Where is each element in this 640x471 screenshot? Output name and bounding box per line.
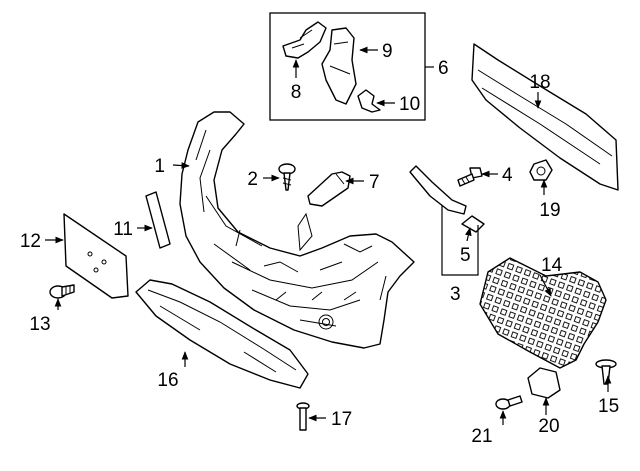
callout-16: 16 xyxy=(157,370,178,391)
callout-15: 15 xyxy=(598,396,619,417)
callout-2: 2 xyxy=(247,169,258,190)
part-2-screw xyxy=(278,163,296,191)
callout-17: 17 xyxy=(331,409,352,430)
callout-18: 18 xyxy=(529,72,550,93)
callout-1: 1 xyxy=(154,156,165,177)
callout-7: 7 xyxy=(369,172,380,193)
callout-19: 19 xyxy=(539,200,560,221)
part-10-clip xyxy=(357,89,381,113)
part-4-bolt xyxy=(457,167,483,187)
callouts: 1 2 3 4 5 6 7 8 9 10 11 12 13 14 15 16 1… xyxy=(20,41,619,447)
callout-3: 3 xyxy=(450,284,461,305)
callout-11: 11 xyxy=(113,219,133,240)
callout-20: 20 xyxy=(538,416,559,437)
part-3-bracket-assy xyxy=(409,165,467,215)
callout-13: 13 xyxy=(29,314,50,335)
callout-14: 14 xyxy=(541,255,563,276)
part-12-license-bracket xyxy=(63,213,129,299)
part-14-grille xyxy=(479,257,607,369)
part-1-bumper-cover xyxy=(179,111,415,349)
part-17-push-pin xyxy=(296,402,310,431)
part-7-bracket xyxy=(307,171,351,207)
part-5-clip xyxy=(461,215,485,233)
callout-4: 4 xyxy=(502,165,513,186)
callout-10: 10 xyxy=(399,94,420,115)
part-13-screw xyxy=(49,284,75,299)
part-16-lower-panel xyxy=(135,279,309,389)
callout-9: 9 xyxy=(382,41,393,62)
part-11-pad xyxy=(145,191,171,249)
part-18-reinforcement xyxy=(471,43,619,191)
callout-21: 21 xyxy=(471,426,492,447)
part-9-baffle xyxy=(321,27,357,105)
part-20-clip xyxy=(527,367,561,399)
leader-lines xyxy=(45,46,612,425)
callout-6: 6 xyxy=(438,58,449,79)
part-19-nut xyxy=(529,159,553,181)
callout-5: 5 xyxy=(460,245,471,266)
callout-8: 8 xyxy=(291,82,302,103)
part-21-screw xyxy=(495,395,523,410)
callout-12: 12 xyxy=(20,231,41,252)
part-8-bracket xyxy=(282,21,327,59)
part-15-push-pin xyxy=(595,359,617,385)
